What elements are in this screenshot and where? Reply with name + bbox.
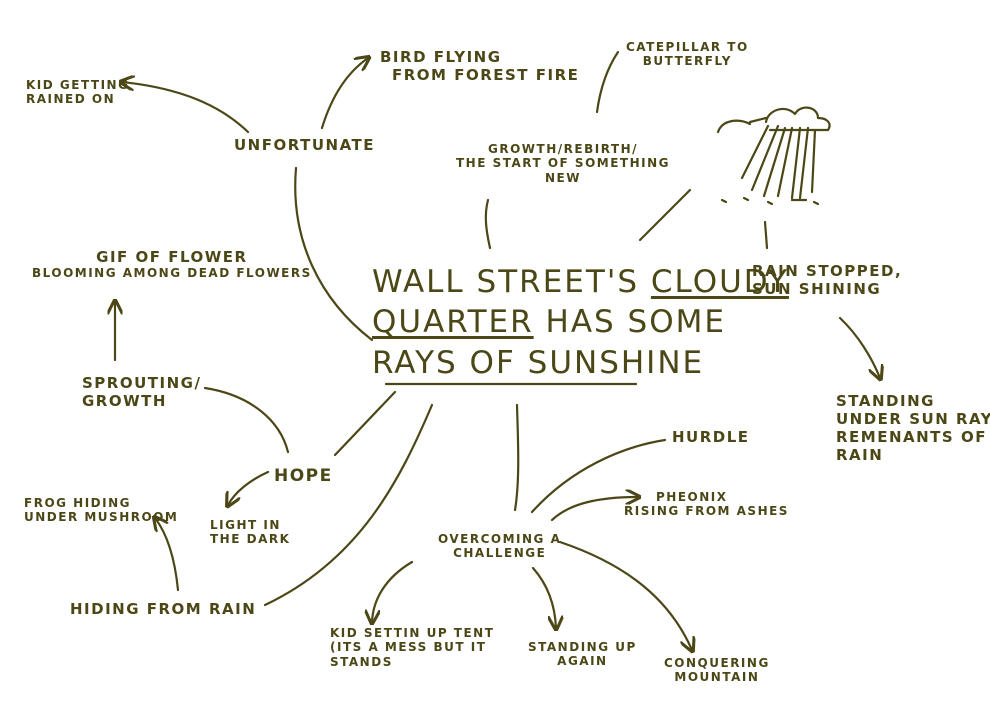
connector-overcoming-hurdle — [530, 438, 667, 514]
connector-hope-sprouting — [203, 386, 290, 454]
node-standing-sun-ray: STANDING UNDER SUN RAY, REMENANTS OF RAI… — [836, 392, 990, 464]
central-topic: WALL STREET'S CLOUDY QUARTER HAS SOME RA… — [372, 262, 789, 383]
connector-sun-rainstopped — [763, 220, 769, 250]
sun-cloud-illustration — [716, 106, 831, 206]
connector-overcoming-tent — [372, 560, 414, 622]
central-line1-a: WALL STREET'S — [372, 264, 651, 300]
node-standing-up-again: STANDING UP AGAIN — [528, 640, 637, 669]
central-line2-a: QUARTER — [372, 304, 534, 341]
connector-hope-light — [228, 470, 270, 505]
connector-center-hiding — [263, 403, 434, 607]
node-bird-flying: BIRD FLYING FROM FOREST FIRE — [380, 48, 580, 84]
node-growth-rebirth: GROWTH/REBIRTH/ THE START OF SOMETHING N… — [456, 142, 670, 185]
connector-overcoming-standing — [531, 566, 556, 628]
connector-center-overcoming — [513, 403, 520, 512]
central-line1-b: CLOUDY — [650, 264, 789, 300]
node-kid-rained-on: KID GETTING RAINED ON — [26, 78, 130, 107]
node-catepillar: CATEPILLAR TO BUTTERFLY — [626, 40, 749, 69]
node-overcoming: OVERCOMING A CHALLENGE — [438, 532, 562, 561]
node-hurdle: HURDLE — [672, 428, 750, 446]
central-line2-b: HAS SOME — [533, 304, 726, 341]
connector-center-unfortunate — [294, 166, 374, 342]
connector-unfortunate-bird — [320, 58, 368, 130]
node-gif-flower: GIF OF FLOWER BLOOMING AMONG DEAD FLOWER… — [32, 248, 312, 280]
connector-unfortunate-kid — [122, 82, 250, 134]
connector-growth-caterpillar — [595, 50, 620, 114]
connector-center-growth — [484, 198, 492, 250]
node-hope: HOPE — [274, 466, 333, 486]
node-pheonix: PHEONIX RISING FROM ASHES — [624, 490, 789, 519]
node-rain-stopped: RAIN STOPPED, SUN SHINING — [752, 262, 903, 298]
connector-hiding-frog — [155, 518, 180, 592]
node-conquering-mountain: CONQUERING MOUNTAIN — [664, 656, 770, 685]
node-frog-hiding: FROG HIDING UNDER MUSHROOM — [24, 496, 179, 525]
node-unfortunate: UNFORTUNATE — [234, 136, 375, 154]
node-light-in-dark: LIGHT IN THE DARK — [210, 518, 291, 547]
connector-center-hope — [333, 390, 397, 457]
node-sprouting: SPROUTING/ GROWTH — [82, 374, 202, 410]
node-hiding-from-rain: HIDING FROM RAIN — [70, 600, 257, 618]
connector-rainstopped-standing — [838, 316, 880, 378]
connector-overcoming-pheonix — [550, 497, 638, 522]
connector-overcoming-conquering — [558, 540, 692, 650]
node-kid-tent: KID SETTIN UP TENT (ITS A MESS BUT IT ST… — [330, 626, 495, 669]
connector-center-sun — [638, 188, 692, 242]
central-line3: RAYS OF SUNSHINE — [372, 344, 705, 381]
